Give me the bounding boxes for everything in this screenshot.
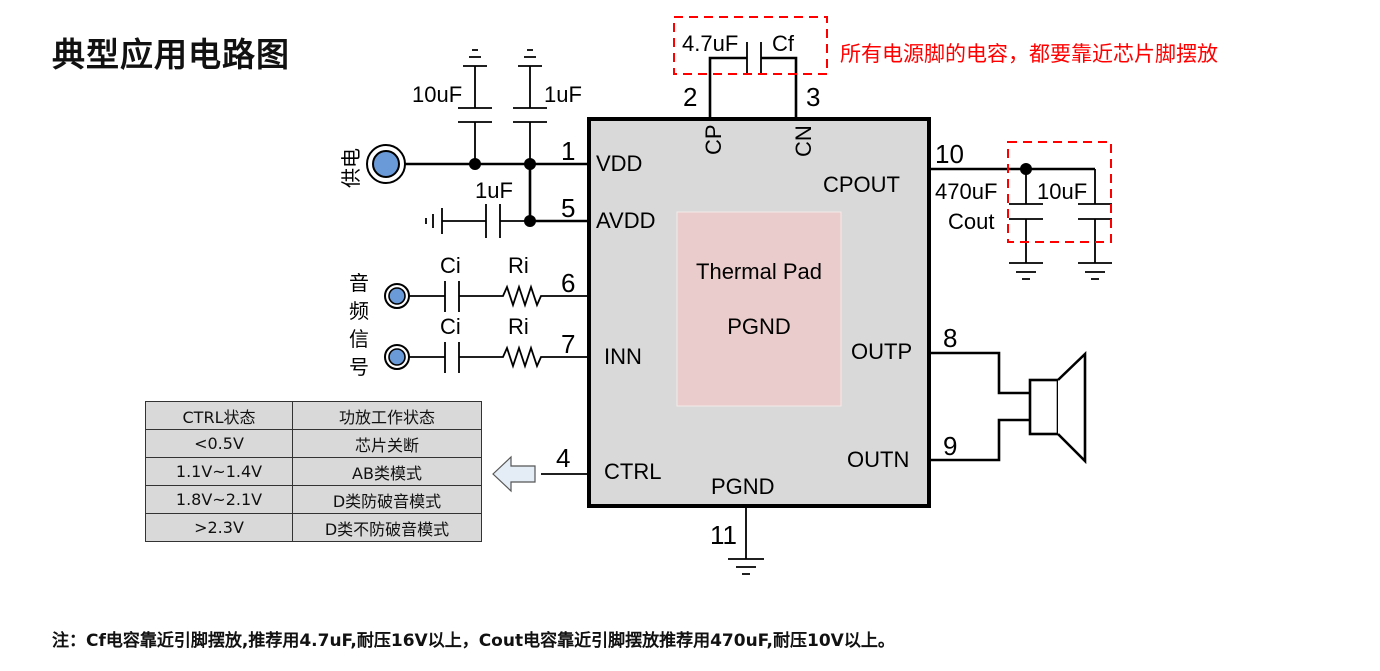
table-header: 功放工作状态 [292,401,482,430]
pin-name-outn: OUTN [847,447,909,472]
cap-label-10uf: 10uF [412,82,462,107]
capacitor-vdd-1uf [513,49,547,164]
cap-label-cf-value: 4.7uF [682,31,738,56]
cap-label-cout-name: Cout [948,209,994,234]
table-cell: D类不防破音模式 [292,513,482,542]
table-cell: AB类模式 [292,457,482,486]
cf-wire [708,56,798,119]
table-cell: 1.1V~1.4V [145,457,293,486]
cap-label-cout-value: 470uF [935,179,997,204]
pin-name-cpout: CPOUT [823,172,900,197]
speaker-icon [1028,350,1087,465]
table-row: <0.5V 芯片关断 [145,429,482,458]
pin-name-outp: OUTP [851,339,912,364]
table-header-row: CTRL状态 功放工作状态 [145,401,482,430]
pin-num-8: 8 [943,323,957,353]
table-cell: <0.5V [145,429,293,458]
cap-label-cpout-10uf: 10uF [1037,179,1087,204]
ctrl-arrow-icon [492,455,536,493]
pin-name-inn: INN [604,344,642,369]
placement-note: 所有电源脚的电容，都要靠近芯片脚摆放 [840,42,1218,66]
audio-input-label-3: 信 [349,327,369,351]
ri-label-inp: Ri [508,253,529,278]
page-title: 典型应用电路图 [52,35,290,74]
pin-num-3: 3 [806,82,820,112]
cap-label-1uf-avdd: 1uF [475,178,513,203]
capacitor-cf [746,42,762,74]
table-header: CTRL状态 [145,401,293,430]
pin-num-1: 1 [561,136,575,166]
outn-wire [929,418,1030,462]
pin-num-6: 6 [561,268,575,298]
power-connector [366,144,406,184]
ci-label-inn: Ci [440,314,461,339]
ctrl-mode-table: CTRL状态 功放工作状态 <0.5V 芯片关断 1.1V~1.4V AB类模式… [145,401,482,542]
thermal-pad-label: Thermal Pad [696,259,822,284]
chip-body [587,117,931,508]
capacitor-vdd-10uf [458,49,492,164]
cap-label-cf-name: Cf [772,31,795,56]
inn-wire [409,342,589,373]
pin-num-5: 5 [561,193,575,223]
audio-input-label-2: 频 [349,299,369,323]
pgnd-wire [728,506,764,575]
audio-connector-inn [384,344,410,370]
cf-highlight-box [673,16,828,75]
pin-name-ctrl: CTRL [604,459,661,484]
table-cell: D类防破音模式 [292,485,482,514]
ci-label-inp: Ci [440,253,461,278]
avdd-wire [528,164,589,223]
ri-label-inn: Ri [508,314,529,339]
table-cell: >2.3V [145,513,293,542]
thermal-pad-pgnd-label: PGND [727,314,791,339]
table-row: 1.8V~2.1V D类防破音模式 [145,485,482,514]
cout-highlight-box [1007,141,1112,243]
pin-num-4: 4 [556,443,570,473]
pin-name-pgnd: PGND [711,474,775,499]
table-row: 1.1V~1.4V AB类模式 [145,457,482,486]
pin-num-11: 11 [710,520,737,550]
pin-name-cn: CN [791,125,816,157]
audio-input-label-1: 音 [349,271,369,295]
table-row: >2.3V D类不防破音模式 [145,513,482,542]
table-cell: 1.8V~2.1V [145,485,293,514]
thermal-pad [676,211,842,407]
pin-num-2: 2 [683,82,697,112]
power-input-label: 供电 [339,148,363,188]
footer-note: 注：Cf电容靠近引脚摆放,推荐用4.7uF,耐压16V以上，Cout电容靠近引脚… [52,631,895,651]
capacitor-avdd-1uf [425,204,530,238]
audio-input-label-4: 号 [349,355,369,379]
pin-num-9: 9 [943,431,957,461]
cap-label-1uf-vdd: 1uF [544,82,582,107]
outp-wire [929,351,1030,395]
audio-connector-inp [384,283,410,309]
pin-name-avdd: AVDD [596,208,656,233]
pin-name-vdd: VDD [596,151,642,176]
pin-name-cp: CP [701,124,726,155]
pin-num-7: 7 [561,329,575,359]
table-cell: 芯片关断 [292,429,482,458]
inp-wire [409,281,589,312]
pin-num-10: 10 [935,139,964,169]
